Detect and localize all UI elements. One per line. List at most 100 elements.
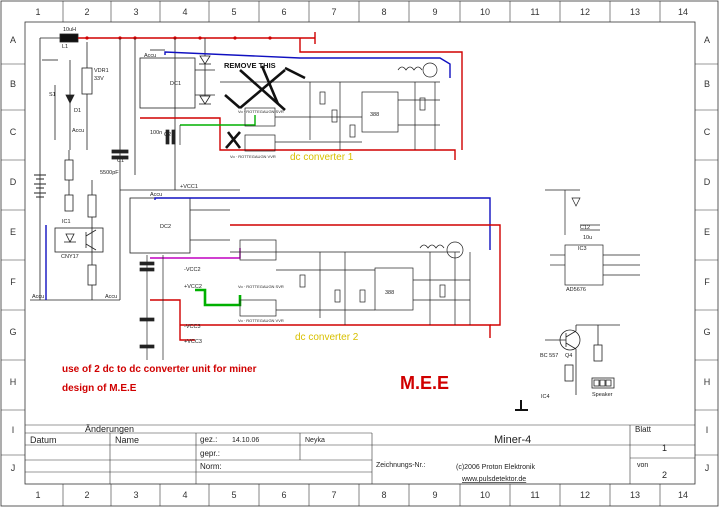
note-line-1: use of 2 dc to dc converter unit for min… — [62, 364, 257, 375]
label-ic-388-2: 388 — [385, 290, 394, 296]
optocoupler-ic1 — [54, 227, 104, 253]
grid-column-label: 13 — [630, 7, 640, 17]
grid-row-label: H — [704, 377, 711, 387]
von-value: 2 — [662, 470, 667, 480]
label-accu-5: Accu — [105, 294, 117, 300]
changes-header: Änderungen — [85, 424, 134, 434]
grid-column-label: 2 — [84, 7, 89, 17]
ground-marker — [515, 400, 528, 411]
grid-column-label: 1 — [35, 7, 40, 17]
converter-1-label: dc converter 1 — [290, 152, 354, 163]
von-label: von — [637, 462, 648, 469]
label-module-4: Vo · ROTTEGAUGN VVR — [238, 318, 284, 323]
label-accu-3: Accu — [150, 192, 162, 198]
grid-column-label: 3 — [133, 490, 138, 500]
blue-wire-converter-1 — [164, 51, 451, 78]
label-dc1: DC1 — [170, 81, 181, 87]
converter-1-diodes — [199, 38, 211, 105]
vertical-supply-wires — [111, 38, 240, 300]
grid-row-label: B — [10, 79, 16, 89]
red-wire-converter-2-right — [230, 224, 501, 326]
ic3-block — [545, 189, 640, 286]
red-wire-converter-2-bottom — [180, 324, 491, 338]
label-vcc3: +VCC3 — [184, 339, 202, 345]
grid-column-label: 7 — [331, 490, 336, 500]
blatt-label: Blatt — [635, 425, 652, 434]
grid-column-label: 11 — [530, 490, 539, 500]
grid-row-label: A — [704, 35, 710, 45]
grid-column-label: 11 — [530, 7, 539, 17]
power-input-section — [30, 33, 120, 301]
grid-column-label: 9 — [432, 490, 437, 500]
transistor-q4 — [545, 324, 620, 395]
grid-row-label: E — [704, 227, 710, 237]
label-ic-388-1: 388 — [370, 112, 379, 118]
norm-label: Norm: — [200, 462, 222, 471]
grid-column-label: 14 — [678, 7, 688, 17]
label-c2: C2 — [164, 132, 171, 138]
grid-row-label: J — [11, 463, 16, 473]
label-l1-value: 10uH — [63, 27, 76, 33]
grid-column-label: 12 — [580, 7, 590, 17]
grid-column-label: 6 — [281, 7, 286, 17]
red-wire-converter-2-left — [150, 299, 195, 341]
label-ic4: IC4 — [541, 394, 550, 400]
label-module-2: Vo · ROTTEGAUGN VVR — [230, 154, 276, 159]
label-vdr1: VDR1 — [94, 68, 109, 74]
label-ic3-part: AD5676 — [566, 287, 586, 293]
label-module-3: Vo · ROTTEGAUGN SVR — [238, 284, 284, 289]
grid-column-label: 8 — [381, 7, 386, 17]
label-c2-value: 100n — [150, 130, 162, 136]
grid-row-label: F — [10, 277, 16, 287]
grid-row-label: J — [705, 463, 710, 473]
grid-column-label: 6 — [281, 490, 286, 500]
title-block-text: Änderungen Datum Name gez.: 14.10.06 Ney… — [30, 424, 667, 483]
label-dc2: DC2 — [160, 224, 171, 230]
label-accu-4: Accu — [32, 294, 44, 300]
label-vdr1-value: 33V — [94, 76, 104, 82]
label-q4-part: BC 557 — [540, 353, 558, 359]
label-vcc2-neg: -VCC2 — [184, 267, 201, 273]
drawing-number-label: Zeichnungs-Nr.: — [376, 462, 425, 469]
grid-row-label: H — [10, 377, 17, 387]
grid-column-label: 4 — [182, 7, 187, 17]
grid-column-label: 5 — [231, 7, 236, 17]
grid-row-label: A — [10, 35, 16, 45]
label-ic1-part: CNY17 — [61, 254, 79, 260]
converter-1-circuit — [165, 62, 440, 152]
blue-wire-converter-2 — [154, 197, 491, 250]
mee-logo: M.E.E — [400, 373, 449, 393]
gez-label: gez.: — [200, 435, 217, 444]
grid-column-label: 2 — [84, 490, 89, 500]
red-power-rail — [78, 32, 316, 44]
grid-row-label: I — [12, 425, 15, 435]
red-wire-converter-1-left — [140, 117, 456, 160]
label-q4: Q4 — [565, 353, 572, 359]
label-ic3: IC3 — [578, 246, 587, 252]
grid-column-label: 4 — [182, 490, 187, 500]
website-link: www.pulsdetektor.de — [461, 476, 526, 483]
title-block-lines — [25, 424, 695, 484]
grid-row-label: C — [704, 127, 711, 137]
label-ic1: IC1 — [62, 219, 71, 225]
label-accu-1: Accu — [144, 53, 156, 59]
datum-header: Datum — [30, 435, 57, 445]
label-c1: C1 — [117, 158, 124, 164]
grid-row-label: G — [9, 327, 16, 337]
converter-2-regulator-box — [129, 197, 230, 254]
grid-row-label: G — [703, 327, 710, 337]
copyright-text: (c)2006 Proton Elektronik — [456, 464, 535, 471]
grid-column-label: 13 — [630, 490, 640, 500]
grid-column-label: 8 — [381, 490, 386, 500]
converter-2-label: dc converter 2 — [295, 332, 359, 343]
label-c12: C12 — [580, 225, 590, 231]
gez-name: Neyka — [305, 437, 325, 444]
label-speaker: Speaker — [592, 392, 613, 398]
gez-date: 14.10.06 — [232, 437, 259, 444]
grid-column-label: 9 — [432, 7, 437, 17]
label-vcc2: +VCC2 — [184, 284, 202, 290]
